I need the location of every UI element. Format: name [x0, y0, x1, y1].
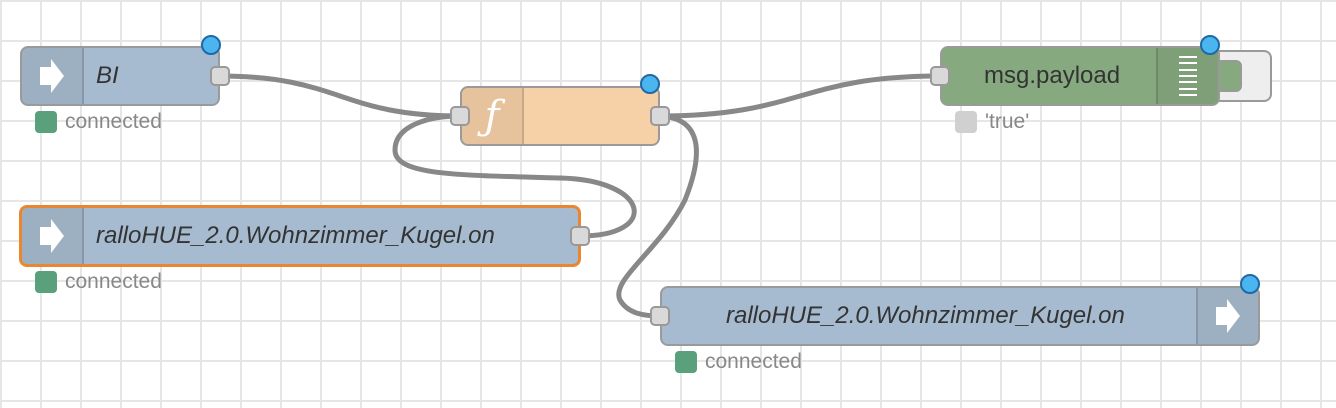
- input-port-kugel-out[interactable]: [650, 306, 670, 326]
- arrow-out-icon: [1196, 288, 1258, 344]
- changed-badge-function: [640, 74, 660, 94]
- status-text-debug: 'true': [985, 110, 1030, 133]
- output-port-kugel-in[interactable]: [570, 226, 590, 246]
- function-icon: ƒ: [462, 88, 524, 144]
- function-node[interactable]: ƒ: [460, 86, 660, 146]
- input-port-debug[interactable]: [930, 66, 950, 86]
- changed-badge-kugel-out: [1240, 274, 1260, 294]
- wire-kugel-in-to-function[interactable]: [392, 113, 637, 239]
- status-debug: 'true': [955, 110, 1029, 134]
- status-text-kugel-out: connected: [705, 350, 802, 373]
- input-node-bi[interactable]: BI: [20, 46, 220, 106]
- output-node-kugel[interactable]: ralloHUE_2.0.Wohnzimmer_Kugel.on: [660, 286, 1260, 346]
- changed-badge-bi: [201, 35, 221, 55]
- debug-node[interactable]: msg.payload: [940, 46, 1220, 106]
- status-text-bi: connected: [65, 110, 162, 133]
- arrow-in-icon: [22, 208, 84, 264]
- output-port-function[interactable]: [650, 106, 670, 126]
- node-label-debug: msg.payload: [984, 62, 1121, 89]
- status-bi: connected: [35, 110, 162, 134]
- status-text-kugel-in: connected: [65, 270, 162, 293]
- list-lines-icon: [1156, 48, 1218, 104]
- node-label-kugel-out: ralloHUE_2.0.Wohnzimmer_Kugel.on: [726, 302, 1125, 329]
- changed-badge-debug: [1200, 35, 1220, 55]
- node-label-kugel-in: ralloHUE_2.0.Wohnzimmer_Kugel.on: [96, 222, 495, 249]
- wire-function-to-debug[interactable]: [659, 73, 941, 119]
- status-dot: [35, 271, 57, 293]
- arrow-in-icon: [22, 48, 84, 104]
- output-port-bi[interactable]: [210, 66, 230, 86]
- status-dot: [35, 111, 57, 133]
- wire-bi-to-function[interactable]: [219, 73, 461, 119]
- input-node-kugel[interactable]: ralloHUE_2.0.Wohnzimmer_Kugel.on: [19, 205, 581, 267]
- node-label-bi: BI: [96, 62, 119, 89]
- status-dot: [955, 111, 977, 133]
- status-dot: [675, 351, 697, 373]
- wire-function-to-kugel-out[interactable]: [616, 113, 699, 319]
- status-kugel-in: connected: [35, 270, 162, 294]
- input-port-function[interactable]: [450, 106, 470, 126]
- status-kugel-out: connected: [675, 350, 802, 374]
